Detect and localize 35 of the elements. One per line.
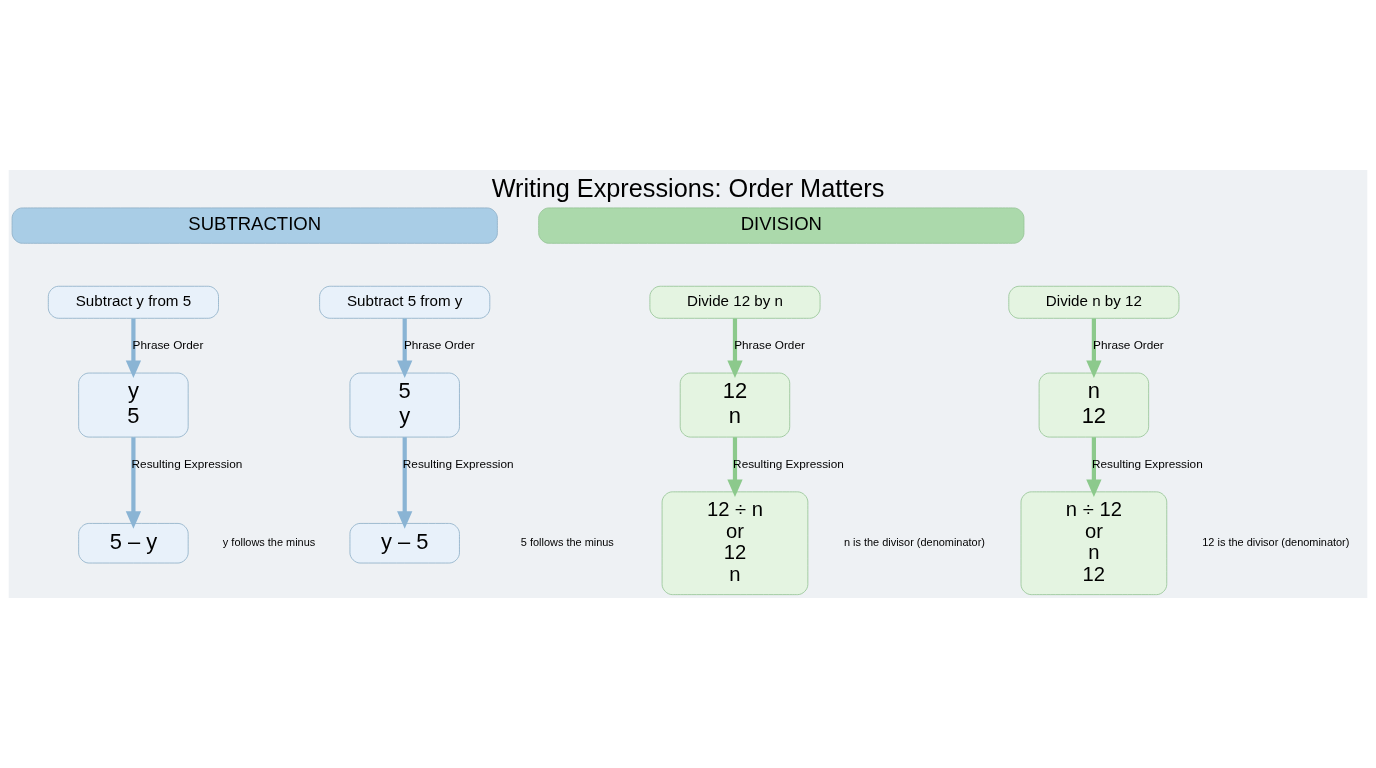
- arrow: [727, 437, 743, 497]
- edge-label: Resulting Expression: [733, 456, 844, 470]
- edge-label: Resulting Expression: [1092, 456, 1203, 470]
- node-box: Subtract y from 5: [47, 285, 219, 319]
- label: y follows the minus: [222, 536, 316, 549]
- arrow: [125, 318, 142, 379]
- arrow: [125, 437, 142, 529]
- diagram-title: Writing Expressions: Order Matters: [491, 173, 885, 202]
- node-box: Divide 12 by n: [649, 285, 821, 319]
- arrow: [397, 437, 413, 529]
- arrow: [397, 318, 413, 379]
- node-box: y – 5: [349, 523, 460, 564]
- node-box: DIVISION: [538, 207, 1025, 244]
- edge-label: Phrase Order: [1093, 337, 1164, 351]
- node-box: n 12: [1038, 372, 1150, 438]
- edge-label: Resulting Expression: [402, 456, 514, 470]
- node-box: 12 n: [679, 372, 791, 438]
- arrow: [727, 318, 743, 379]
- node-box: n ÷ 12 or n 12: [1020, 491, 1168, 596]
- edge-label: Resulting Expression: [131, 456, 243, 470]
- node-box: 5 – y: [78, 523, 189, 564]
- node-box: SUBTRACTION: [11, 207, 498, 244]
- edge-label: Phrase Order: [734, 337, 805, 351]
- node-box: y 5: [78, 372, 189, 438]
- node-box: Subtract 5 from y: [319, 285, 491, 319]
- arrow: [1086, 437, 1102, 497]
- label: 12 is the divisor (denominator): [1202, 536, 1350, 549]
- edge-label: Phrase Order: [132, 337, 204, 351]
- edge-label: Phrase Order: [403, 337, 475, 351]
- node-box: Divide n by 12: [1008, 285, 1180, 319]
- label: 5 follows the minus: [520, 536, 614, 549]
- node-box: 5 y: [349, 372, 460, 438]
- node-box: 12 ÷ n or 12 n: [661, 491, 809, 596]
- arrow: [1086, 318, 1102, 379]
- label: n is the divisor (denominator): [843, 536, 985, 549]
